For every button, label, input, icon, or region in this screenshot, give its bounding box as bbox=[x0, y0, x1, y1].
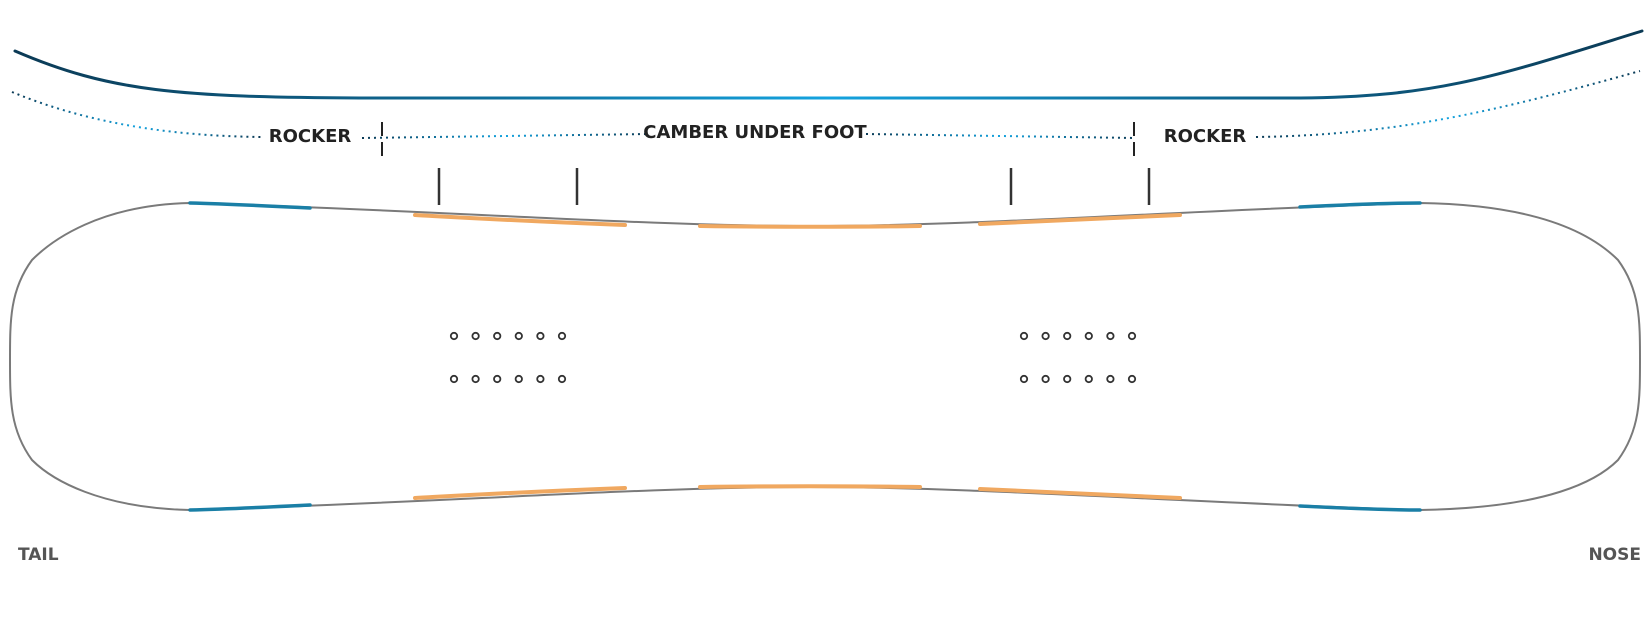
board-outline bbox=[8, 201, 1641, 512]
tail-label: TAIL bbox=[18, 545, 59, 565]
nose-label: NOSE bbox=[1588, 545, 1641, 565]
insert-hole bbox=[536, 374, 545, 384]
insert-hole bbox=[1106, 374, 1115, 384]
insert-hole bbox=[1019, 331, 1029, 341]
insert-hole bbox=[1041, 374, 1050, 384]
rocker-edge-highlights bbox=[188, 201, 1422, 512]
insert-hole bbox=[514, 331, 523, 341]
camber-label: CAMBER UNDER FOOT bbox=[643, 122, 867, 143]
insert-hole bbox=[536, 331, 545, 341]
insert-hole bbox=[449, 331, 459, 341]
insert-hole bbox=[1127, 331, 1137, 341]
binding-zone-markers bbox=[437, 168, 1151, 205]
rocker-camber-profile-line bbox=[11, 70, 1641, 139]
insert-hole bbox=[1084, 331, 1093, 341]
insert-hole bbox=[1041, 331, 1050, 341]
rocker-label-left: ROCKER bbox=[269, 126, 352, 147]
insert-hole bbox=[493, 374, 502, 384]
insert-hole bbox=[471, 331, 480, 341]
insert-hole bbox=[1063, 331, 1072, 341]
rocker-label-right: ROCKER bbox=[1164, 126, 1247, 147]
insert-hole bbox=[493, 331, 502, 341]
insert-hole bbox=[557, 374, 567, 384]
insert-hole bbox=[514, 374, 523, 384]
insert-hole bbox=[471, 374, 480, 384]
insert-hole bbox=[557, 331, 567, 341]
camber-edge-highlights bbox=[413, 213, 1182, 500]
insert-hole bbox=[1063, 374, 1072, 384]
insert-hole bbox=[1019, 374, 1029, 384]
insert-hole bbox=[1127, 374, 1137, 384]
insert-hole bbox=[449, 374, 459, 384]
insert-pack-right bbox=[1019, 331, 1137, 384]
board-side-profile bbox=[13, 29, 1644, 100]
insert-pack-left bbox=[449, 331, 567, 384]
insert-hole bbox=[1106, 331, 1115, 341]
insert-hole bbox=[1084, 374, 1093, 384]
